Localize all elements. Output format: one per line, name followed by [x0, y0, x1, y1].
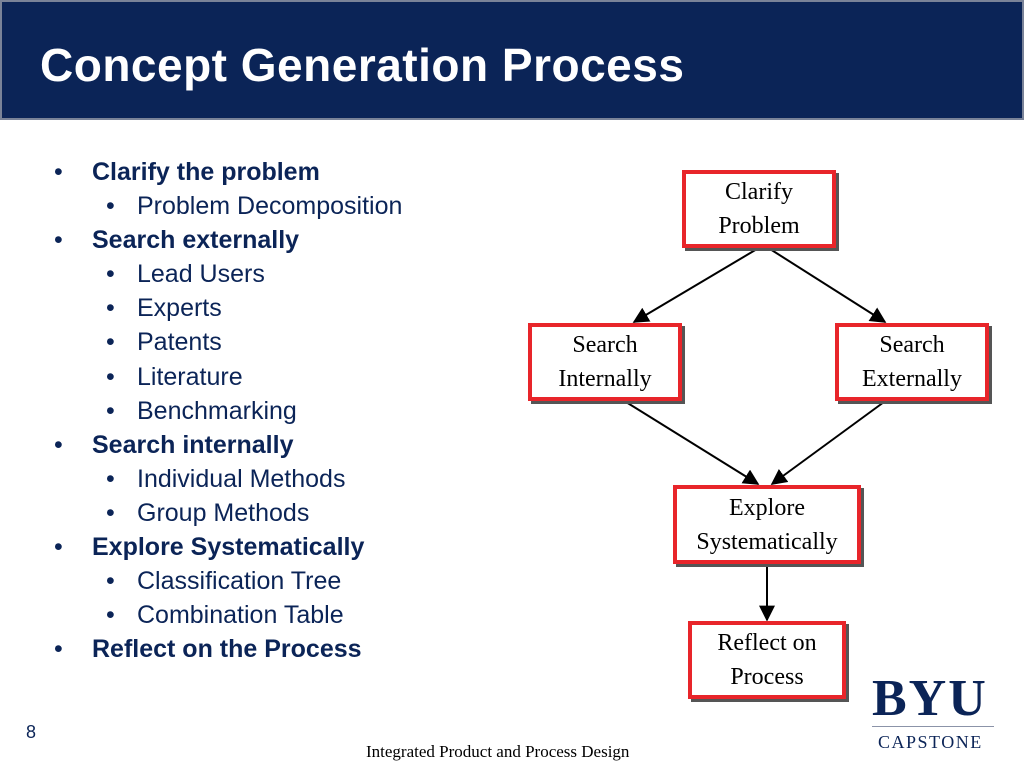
- sub-bullet-item: Classification Tree: [54, 564, 402, 598]
- sub-bullet-item: Benchmarking: [54, 394, 402, 428]
- node-explore-systematically: Explore Systematically: [673, 485, 861, 564]
- bullet-list: Clarify the problemProblem Decomposition…: [54, 155, 402, 667]
- bullet-item: Search externally: [54, 223, 402, 257]
- page-number: 8: [26, 722, 37, 742]
- sub-bullet-item: Literature: [54, 360, 402, 394]
- sub-bullet-item: Patents: [54, 325, 402, 359]
- arrow-search_externally-to-explore: [770, 401, 885, 485]
- bullet-item: Clarify the problem: [54, 155, 402, 189]
- node-label: Search Externally: [862, 332, 962, 392]
- arrow-search_internally-to-explore: [625, 401, 760, 485]
- sub-bullet-item: Problem Decomposition: [54, 189, 402, 223]
- node-label: Clarify Problem: [718, 179, 800, 239]
- sub-bullet-item: Lead Users: [54, 257, 402, 291]
- node-label: Explore Systematically: [696, 494, 838, 555]
- byu-capstone-logo: BYU CAPSTONE: [864, 670, 1006, 762]
- logo-divider: [872, 726, 994, 727]
- sub-bullet-item: Group Methods: [54, 496, 402, 530]
- arrow-clarify-to-search_internally: [632, 248, 758, 323]
- sub-bullet-item: Combination Table: [54, 598, 402, 632]
- logo-subtitle: CAPSTONE: [878, 732, 983, 752]
- sub-bullet-item: Experts: [54, 291, 402, 325]
- bullet-item: Search internally: [54, 428, 402, 462]
- sub-bullet-item: Individual Methods: [54, 462, 402, 496]
- node-label: Reflect on Process: [717, 630, 817, 690]
- title-bar: Concept Generation Process: [0, 0, 1024, 120]
- node-search-externally: Search Externally: [835, 323, 989, 401]
- arrow-clarify-to-search_externally: [769, 248, 887, 323]
- logo-wordmark: BYU: [872, 670, 988, 727]
- node-reflect-on-process: Reflect on Process: [688, 621, 846, 699]
- node-search-internally: Search Internally: [528, 323, 682, 401]
- bullet-item: Reflect on the Process: [54, 632, 402, 666]
- node-clarify-problem: Clarify Problem: [682, 170, 836, 248]
- node-label: Search Internally: [558, 332, 652, 392]
- bullet-item: Explore Systematically: [54, 530, 402, 564]
- slide-title: Concept Generation Process: [40, 39, 685, 91]
- footer-text: Integrated Product and Process Design: [366, 742, 630, 761]
